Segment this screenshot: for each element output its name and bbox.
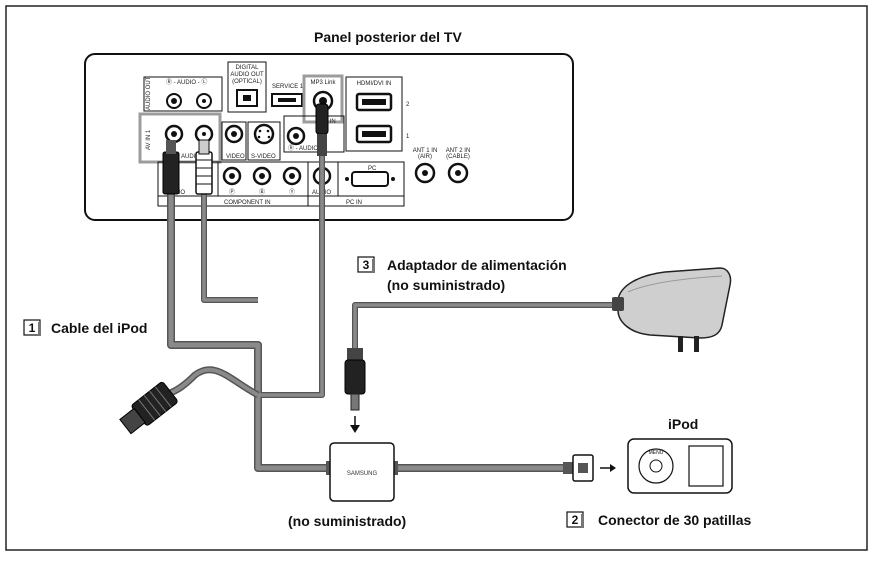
label-cable-num: 1	[29, 321, 36, 335]
av-in-1-label: AV IN 1	[146, 129, 152, 150]
label-adapter-num: 3	[363, 258, 370, 272]
dvi-audio-label: Ⓡ - AUDIO	[288, 144, 318, 152]
left-plug	[119, 381, 178, 435]
mp3-link-label: MP3 Link	[310, 80, 336, 86]
component-block: AUDIO COMPONENT IN Ⓟ Ⓑ Ⓨ	[157, 161, 309, 207]
ipod-screen	[688, 445, 724, 487]
30-pin-connector	[563, 454, 616, 482]
ant1-sub: (AIR)	[418, 154, 432, 160]
ipod-device: MENU	[627, 438, 733, 494]
antenna-block: ANT 1 IN (AIR) ANT 2 IN (CABLE)	[413, 148, 471, 184]
dock-body	[329, 442, 395, 502]
label-adapter-line2: (no suministrado)	[387, 277, 505, 293]
video-block: VIDEO S-VIDEO	[221, 121, 281, 161]
label-adapter: 3 Adaptador de alimentación (no suminist…	[357, 256, 567, 293]
digital-audio-out-block: DIGITAL AUDIO OUT (OPTICAL)	[227, 61, 267, 113]
digital-label-2: AUDIO OUT	[230, 72, 264, 78]
label-adapter-line1: Adaptador de alimentación	[387, 257, 567, 273]
digital-label-1: DIGITAL	[236, 65, 260, 71]
s-video-jack	[253, 123, 275, 145]
label-connector: 2 Conector de 30 patillas	[566, 511, 751, 528]
hdmi-block: HDMI/DVI IN 2 1	[345, 76, 410, 152]
hdmi-label: HDMI/DVI IN	[357, 81, 392, 87]
rca-plugs	[162, 139, 213, 195]
ipod-cable	[167, 155, 620, 472]
power-adapter	[612, 267, 732, 352]
ant1-label: ANT 1 IN	[413, 148, 438, 154]
audio-out-block: AUDIO OUT Ⓡ - AUDIO - Ⓛ	[143, 76, 223, 112]
label-ipod: iPod	[668, 416, 698, 432]
component-pr-label: Ⓟ	[229, 188, 235, 196]
ant2-sub: (CABLE)	[446, 154, 470, 160]
pc-label: PC	[368, 166, 377, 172]
pc-in-label: PC IN	[346, 200, 362, 206]
label-cable-text: Cable del iPod	[51, 320, 147, 336]
label-connector-text: Conector de 30 patillas	[598, 512, 751, 528]
vga-port	[351, 171, 389, 187]
panel-title: Panel posterior del TV	[314, 29, 462, 45]
s-video-label: S-VIDEO	[251, 154, 276, 160]
av-audio-label: AUDIO	[181, 154, 200, 160]
audio-out-rl-label: Ⓡ - AUDIO - Ⓛ	[166, 78, 207, 86]
av-in-1-block: AV IN 1 AUDIO	[138, 112, 222, 164]
hdmi-num-1: 1	[406, 134, 410, 140]
dock-brand: SAMSUNG	[347, 471, 378, 477]
label-connector-num: 2	[572, 513, 579, 527]
component-in-label: COMPONENT IN	[224, 200, 271, 206]
component-pb-label: Ⓑ	[259, 188, 265, 196]
svg-text:MENU: MENU	[649, 450, 664, 456]
video-label: VIDEO	[226, 154, 245, 160]
label-dock-note: (no suministrado)	[288, 513, 406, 529]
digital-label-3: (OPTICAL)	[232, 79, 262, 85]
component-y-label: Ⓨ	[289, 188, 295, 196]
ant2-label: ANT 2 IN	[446, 148, 471, 154]
service-block: SERVICE 1	[271, 84, 304, 107]
power-plug	[344, 348, 366, 433]
mp3-plug	[315, 103, 329, 156]
label-cable: 1 Cable del iPod	[23, 319, 147, 336]
hdmi-num-2: 2	[406, 102, 410, 108]
service-label: SERVICE 1	[272, 84, 304, 90]
audio-out-label: AUDIO OUT	[146, 76, 152, 110]
samsung-dock: SAMSUNG	[326, 442, 398, 502]
